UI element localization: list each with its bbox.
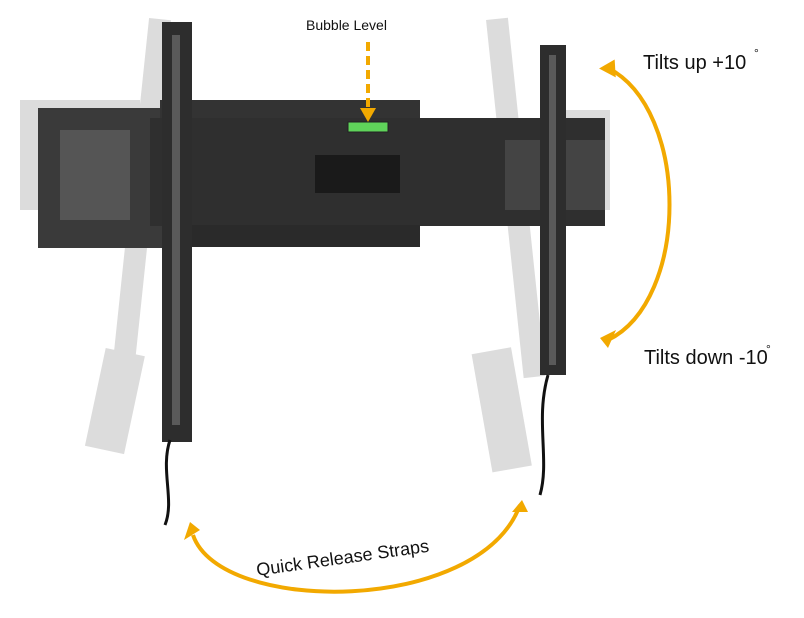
left-strap [163, 439, 172, 526]
left-bracket [162, 22, 192, 442]
tilt-down-degree: ° [766, 342, 771, 356]
right-bracket [540, 45, 566, 375]
arrowheads [184, 59, 616, 540]
right-strap [538, 374, 550, 496]
tilt-down-label: Tilts down -10 [644, 347, 768, 369]
bubble-level-label: Bubble Level [306, 17, 387, 33]
tilt-up-label: Tilts up +10 [643, 52, 747, 74]
tilt-up-degree: ° [754, 46, 759, 60]
annotation-arrows [191, 42, 672, 594]
bubble-level [347, 121, 389, 133]
wall-arm [38, 100, 605, 248]
